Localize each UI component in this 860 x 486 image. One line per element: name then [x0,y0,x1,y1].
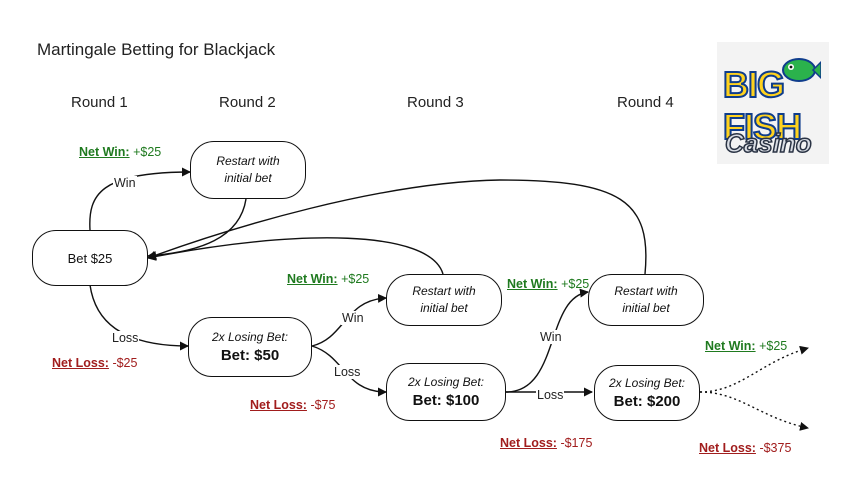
net-win-value: +$25 [341,272,370,286]
edge-r4-win [699,345,809,393]
node-restart-line2: initial bet [622,301,670,315]
diagram-title: Martingale Betting for Blackjack [37,40,276,59]
net-win-label: Net Win: [507,277,558,291]
edge-label-win-r1: Win [113,176,137,190]
round-3-heading: Round 3 [407,94,464,111]
net-loss-value: -$175 [560,436,593,450]
net-win-label: Net Win: [705,339,756,353]
edge-restart2-back [147,198,247,260]
node-restart-line2: initial bet [420,301,468,315]
net-loss-value: -$25 [112,356,138,370]
node-restart-line1: Restart with [216,154,280,168]
logo-wordmark: BIG FISH [722,63,803,148]
net-loss-round-4: Net Loss: -$375 [699,441,791,455]
node-bet-round-4: 2x Losing Bet: Bet: $200 [594,365,700,421]
net-win-round-4: Net Win: +$25 [705,339,787,353]
node-bet-label: 2x Losing Bet: [211,329,289,344]
node-start-text: Bet $25 [67,250,113,266]
edge-start-loss [89,284,189,351]
edge-r4-loss [699,391,809,431]
round-4-heading: Round 4 [617,94,674,111]
fish-icon [782,58,821,82]
net-win-label: Net Win: [287,272,338,286]
net-loss-label: Net Loss: [250,398,307,412]
edge-restart4-back [147,179,647,275]
net-loss-round-3: Net Loss: -$175 [500,436,592,450]
net-win-value: +$25 [133,145,162,159]
node-restart-round-4: Restart with initial bet [588,274,704,326]
edge-label-win-r3: Win [539,330,563,344]
net-win-round-3: Net Win: +$25 [507,277,589,291]
logo-casino-text: Casino [724,127,812,159]
net-loss-label: Net Loss: [699,441,756,455]
node-restart-line1: Restart with [614,284,678,298]
round-1-heading: Round 1 [71,94,128,111]
round-2-heading: Round 2 [219,94,276,111]
edge-label-win-r2: Win [341,311,365,325]
node-bet-amount: Bet: $100 [412,391,480,409]
node-bet-amount: Bet: $200 [613,392,681,410]
net-loss-round-2: Net Loss: -$75 [250,398,335,412]
big-fish-casino-logo: BIG FISH Casino [717,42,829,164]
net-loss-round-1: Net Loss: -$25 [52,356,137,370]
node-bet-label: 2x Losing Bet: [608,375,686,390]
net-win-round-2: Net Win: +$25 [287,272,369,286]
net-loss-value: -$375 [759,441,792,455]
node-restart-line1: Restart with [412,284,476,298]
edge-start-win [89,167,191,231]
net-loss-value: -$75 [310,398,336,412]
net-loss-label: Net Loss: [52,356,109,370]
node-bet-round-2: 2x Losing Bet: Bet: $50 [188,317,312,377]
node-restart-round-3: Restart with initial bet [386,274,502,326]
net-win-value: +$25 [759,339,788,353]
node-restart-line2: initial bet [224,171,272,185]
edge-label-loss-r3: Loss [536,388,565,402]
node-bet-label: 2x Losing Bet: [407,374,485,389]
net-win-round-1: Net Win: +$25 [79,145,161,159]
edge-label-loss-r1: Loss [111,331,140,345]
net-win-value: +$25 [561,277,590,291]
node-bet-round-3: 2x Losing Bet: Bet: $100 [386,363,506,421]
net-win-label: Net Win: [79,145,130,159]
node-start-bet: Bet $25 [32,230,148,286]
edge-restart3-back [147,237,444,275]
edge-label-loss-r2: Loss [333,365,362,379]
edge-r3-win [505,288,589,393]
node-bet-amount: Bet: $50 [220,346,280,364]
node-restart-round-2: Restart with initial bet [190,141,306,199]
net-loss-label: Net Loss: [500,436,557,450]
